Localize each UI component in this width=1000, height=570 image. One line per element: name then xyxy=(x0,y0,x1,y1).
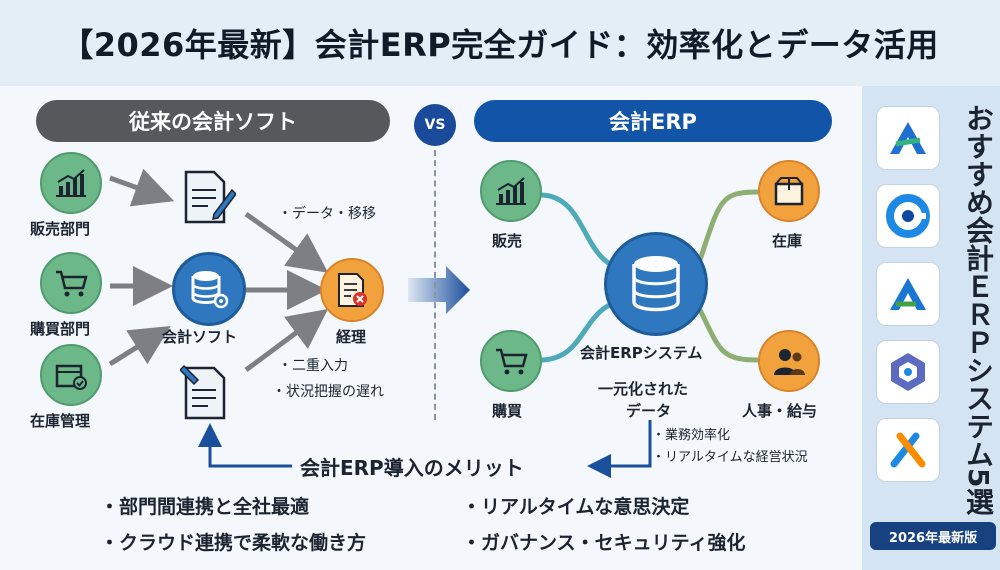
page-title: 【2026年最新】会計ERP完全ガイド：効率化とデータ活用 xyxy=(61,26,939,64)
legacy-header: 従来の会計ソフト xyxy=(36,100,390,142)
merit-item: ・リアルタイムな意思決定 xyxy=(462,496,690,518)
erp-hr-people-icon xyxy=(758,330,820,392)
cart-icon xyxy=(40,252,102,314)
document-edit-icon xyxy=(178,364,236,426)
erp-cart-icon xyxy=(480,330,542,392)
sidebar-badge: 2026年最新版 xyxy=(870,522,996,550)
vs-badge: VS xyxy=(414,104,456,146)
logo-2-icon[interactable] xyxy=(876,184,940,248)
sales-dept-label: 販売部門 xyxy=(30,220,91,238)
erp-hr-label: 人事・給与 xyxy=(742,402,818,420)
box-check-icon xyxy=(40,344,102,406)
erp-hub-sublabel-1: 一元化された xyxy=(598,380,689,398)
erp-sales-chart-icon xyxy=(480,160,542,222)
header-bar: 【2026年最新】会計ERP完全ガイド：効率化とデータ活用 xyxy=(0,0,1000,86)
erp-header: 会計ERP xyxy=(474,100,832,142)
logo-1-icon[interactable] xyxy=(876,106,940,170)
double-entry-note: ・二重入力 xyxy=(278,358,348,374)
accounting-error-icon xyxy=(320,258,384,322)
erp-inventory-label: 在庫 xyxy=(772,232,803,250)
erp-hub-label: 会計ERPシステム xyxy=(580,344,703,362)
data-migration-note: ・データ・移移 xyxy=(278,206,376,222)
erp-database-icon xyxy=(604,232,708,336)
erp-hub-sublabel-2: データ xyxy=(626,402,672,420)
merits-title: 会計ERP導入のメリット xyxy=(300,456,524,480)
sidebar-title: おすすめ会計ＥＲＰシステム5選 xyxy=(962,104,995,516)
logo-4-icon[interactable] xyxy=(876,340,940,404)
divider-line xyxy=(434,150,436,420)
delay-note: ・状況把握の遅れ xyxy=(272,384,384,400)
purchasing-dept-label: 購買部門 xyxy=(30,320,91,338)
merit-item: ・ガバナンス・セキュリティ強化 xyxy=(462,532,746,554)
erp-purchasing-label: 購買 xyxy=(492,402,523,420)
erp-sales-label: 販売 xyxy=(492,232,523,250)
accounting-label: 経理 xyxy=(336,328,367,346)
effect-efficiency: ・業務効率化 xyxy=(652,428,731,443)
merit-item: ・部門間連携と全社最適 xyxy=(100,496,310,518)
erp-inventory-box-icon xyxy=(758,160,820,222)
inventory-dept-label: 在庫管理 xyxy=(30,412,91,430)
effect-realtime: ・リアルタイムな経営状況 xyxy=(652,450,808,465)
logo-5-icon[interactable] xyxy=(876,418,940,482)
software-label: 会計ソフト xyxy=(162,328,238,346)
document-pen-icon xyxy=(180,168,237,230)
logo-3-icon[interactable] xyxy=(876,262,940,326)
sales-chart-icon xyxy=(40,152,102,214)
merit-item: ・クラウド連携で柔軟な働き方 xyxy=(100,532,367,554)
database-gear-icon xyxy=(172,252,246,326)
